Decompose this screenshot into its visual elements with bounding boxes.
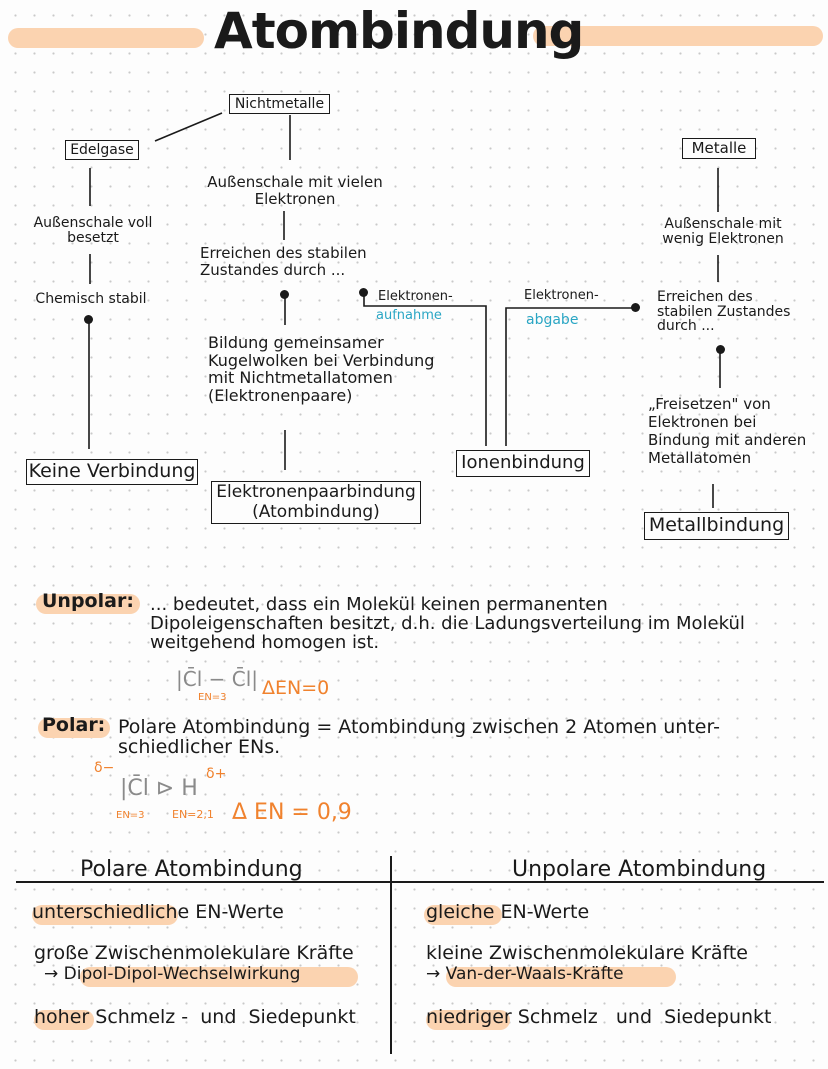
mark-hoher bbox=[34, 1010, 94, 1030]
arrow-icon: → bbox=[44, 964, 59, 984]
arrow-icon: → bbox=[426, 964, 441, 984]
polar-row1-text: EN-Werte bbox=[189, 901, 284, 923]
polar-en-h: EN=2,1 bbox=[172, 808, 214, 821]
abgabe-label-top: Elektronen- bbox=[524, 288, 599, 303]
mark-dipol bbox=[80, 967, 358, 987]
box-edelgase: Edelgase bbox=[65, 140, 139, 161]
unpolar-row3: niedriger Schmelz und Siedepunkt bbox=[426, 1006, 772, 1028]
table-vertical-rule bbox=[390, 856, 392, 1054]
mark-unterschiedliche bbox=[32, 905, 178, 925]
polar-delta-plus: δ+ bbox=[206, 766, 227, 782]
unpolar-row1-text: EN-Werte bbox=[494, 901, 590, 923]
title-highlight-right bbox=[533, 26, 823, 46]
diagram-dot bbox=[84, 315, 93, 324]
edelgase-stable-text: Chemisch stabil bbox=[35, 291, 147, 307]
abgabe-label-bottom: abgabe bbox=[526, 312, 579, 328]
unpolar-en: EN=3 bbox=[198, 692, 227, 703]
nm-shell-text: Außenschale mit vielen Elektronen bbox=[207, 173, 383, 208]
unpolar-highlight bbox=[36, 594, 140, 614]
diagram-connectors bbox=[88, 112, 721, 508]
polar-row2-line2: → Dipol-Dipol-Wechselwirkung bbox=[44, 964, 301, 984]
diagram-dot bbox=[359, 288, 368, 297]
mark-gleiche bbox=[424, 905, 502, 925]
polar-en-cl: EN=3 bbox=[116, 810, 145, 821]
m-reach-text: Erreichen des stabilen Zustandes durch .… bbox=[657, 289, 791, 335]
page-title: Atombindung bbox=[214, 2, 584, 60]
box-metallbindung: Metallbindung bbox=[644, 512, 789, 540]
diagram-dot bbox=[631, 303, 640, 312]
unpolar-delta: ΔEN=0 bbox=[262, 677, 330, 699]
box-metalle: Metalle bbox=[682, 138, 756, 160]
unpolar-row1: gleiche EN-Werte bbox=[426, 901, 590, 923]
unpolar-row2-line1: kleine Zwischenmolekulare Kräfte bbox=[426, 942, 748, 964]
polar-row3-mark: hoher bbox=[34, 1006, 90, 1028]
nm-pairs-text: Bildung gemeinsamer Kugelwolken bei Verb… bbox=[208, 333, 435, 405]
polar-row3: hoher Schmelz - und Siedepunkt bbox=[34, 1006, 356, 1028]
unpolar-row1-mark: gleiche bbox=[426, 901, 495, 923]
box-nichtmetalle: Nichtmetalle bbox=[229, 94, 330, 115]
polar-delta: Δ EN = 0,9 bbox=[232, 800, 352, 825]
polar-row2-line1: große Zwischenmolekulare Kräfte bbox=[34, 942, 354, 964]
box-elektronenpaarbindung: Elektronenpaarbindung (Atombindung) bbox=[211, 481, 421, 525]
polar-row2-mark: Dipol-Dipol-Wechselwirkung bbox=[63, 964, 301, 984]
polar-row1-mark: unterschiedliche bbox=[32, 901, 190, 923]
polar-formula: |C̄l ⊳ H bbox=[120, 776, 198, 801]
unpolar-formula: |C̄l − C̄l| bbox=[176, 667, 258, 691]
mark-niedriger bbox=[426, 1010, 510, 1030]
nm-reach-text: Erreichen des stabilen Zustandes durch .… bbox=[200, 244, 367, 279]
diagram-dot bbox=[716, 345, 725, 354]
aufnahme-label-top: Elektronen- bbox=[378, 289, 453, 304]
table-header-unpolar: Unpolare Atombindung bbox=[512, 857, 767, 882]
m-free-text: „Freisetzen" von Elektronen bei Bindung … bbox=[648, 395, 807, 467]
edelgase-shell-text: Außenschale voll besetzt bbox=[33, 215, 153, 247]
table-horizontal-rule bbox=[16, 881, 824, 883]
polar-highlight bbox=[38, 718, 110, 738]
box-keine-verbindung: Keine Verbindung bbox=[26, 459, 198, 485]
box-ionenbindung: Ionenbindung bbox=[456, 450, 590, 477]
polar-label: Polar: bbox=[42, 714, 106, 736]
mark-van-der-waals bbox=[446, 967, 676, 987]
unpolar-row3-text: Schmelz und Siedepunkt bbox=[511, 1006, 772, 1028]
unpolar-label: Unpolar: bbox=[42, 590, 134, 612]
m-shell-text: Außenschale mit wenig Elektronen bbox=[662, 216, 784, 248]
unpolar-definition: ... bedeutet, dass ein Molekül keinen pe… bbox=[150, 594, 745, 653]
polar-row3-text: Schmelz - und Siedepunkt bbox=[89, 1006, 356, 1028]
polar-delta-minus: δ− bbox=[94, 760, 115, 776]
diagram-dot bbox=[280, 290, 289, 299]
unpolar-row3-mark: niedriger bbox=[426, 1006, 512, 1028]
table-header-polar: Polare Atombindung bbox=[80, 857, 303, 882]
unpolar-row2-line2: → Van-der-Waals-Kräfte bbox=[426, 964, 624, 984]
polar-row1: unterschiedliche EN-Werte bbox=[32, 901, 284, 923]
polar-definition: Polare Atombindung = Atombindung zwische… bbox=[118, 716, 720, 758]
aufnahme-label-bottom: aufnahme bbox=[376, 308, 442, 323]
unpolar-row2-mark: Van-der-Waals-Kräfte bbox=[445, 964, 624, 984]
title-highlight-left bbox=[8, 28, 204, 48]
